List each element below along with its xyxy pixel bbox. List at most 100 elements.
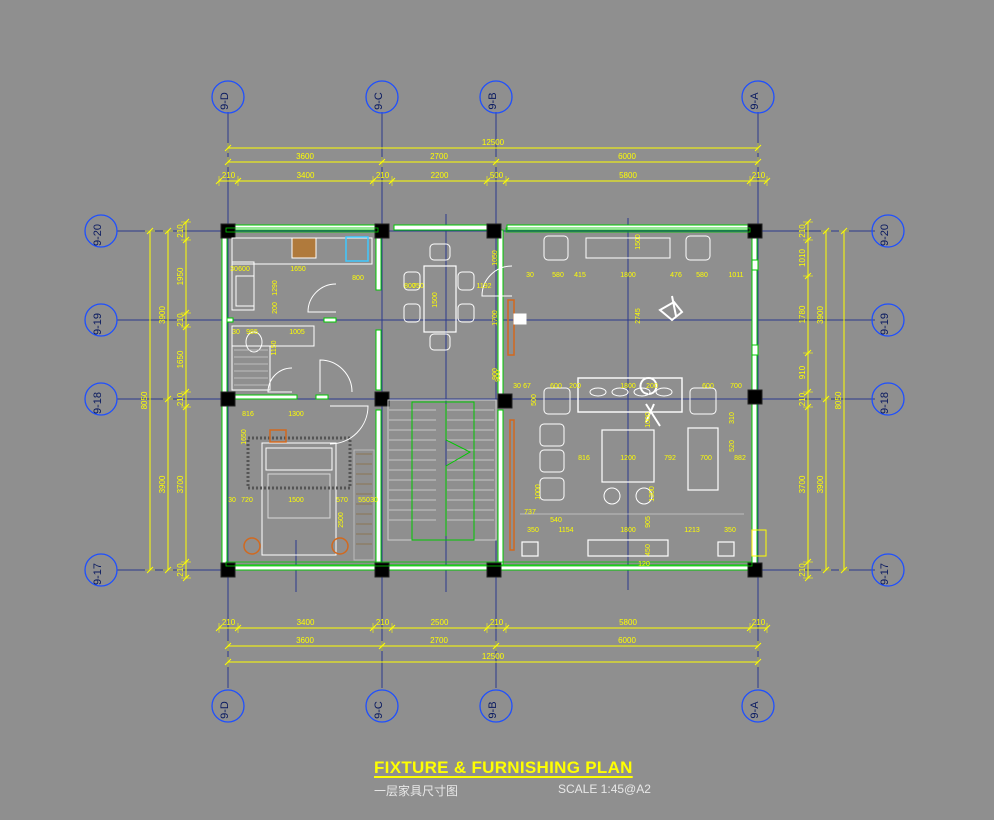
- chair: [457, 271, 475, 291]
- dimension-label: 2700: [430, 152, 448, 161]
- axis-bubble: [871, 303, 905, 337]
- sofa-cushion: [589, 387, 607, 397]
- column: [747, 223, 763, 239]
- interior-dimension: 1200: [620, 455, 636, 462]
- chair: [539, 423, 565, 447]
- axis-bubble: [871, 553, 905, 587]
- axis-label: 9-B: [487, 92, 499, 109]
- dimension-label: 5800: [619, 171, 637, 180]
- interior-dimension: 200: [569, 383, 581, 390]
- interior-dimension: 1000: [535, 484, 542, 500]
- axis-label: 9-19: [92, 313, 104, 335]
- toilet-icon: [245, 331, 263, 353]
- dimension-label: 3600: [296, 636, 314, 645]
- interior-dimension: 580: [552, 272, 564, 279]
- interior-dimension: 816: [242, 411, 254, 418]
- interior-dimension: 985: [246, 329, 258, 336]
- cabinet: [507, 299, 515, 356]
- dimension-label: 3700: [798, 475, 807, 493]
- person-icon: [639, 377, 661, 427]
- interior-dimension: 900: [492, 368, 499, 380]
- dimension-label: 3400: [297, 618, 315, 627]
- dimension-label: 8050: [834, 391, 843, 409]
- wall: [221, 224, 387, 231]
- dimension-label: 1650: [176, 350, 185, 368]
- interior-dimension: 550: [358, 497, 370, 504]
- column: [747, 389, 763, 405]
- dimension-label: 1780: [798, 305, 807, 323]
- axis-bubble: [741, 80, 775, 114]
- dimension-label: 210: [176, 392, 185, 406]
- interior-dimension: 120: [638, 561, 650, 568]
- interior-dimension: 350: [724, 527, 736, 534]
- wall: [375, 229, 382, 291]
- interior-dimension: 1192: [476, 283, 491, 290]
- interior-dimension: 1213: [684, 527, 700, 534]
- sofa-cushion: [655, 387, 673, 397]
- wall: [315, 394, 329, 400]
- interior-dimension: 905: [645, 516, 652, 528]
- wardrobe: [353, 449, 375, 561]
- column: [220, 223, 236, 239]
- dimension-label: 3900: [158, 306, 167, 324]
- wall-edge: [505, 227, 751, 233]
- dimension-label: 1950: [176, 267, 185, 285]
- interior-dimension: 30: [370, 497, 378, 504]
- axis-bubble: [479, 689, 513, 723]
- ottoman: [603, 487, 621, 505]
- chair: [457, 303, 475, 323]
- stair-arrow: [445, 404, 472, 536]
- interior-dimension: 1300: [649, 486, 656, 502]
- axis-bubble: [84, 382, 118, 416]
- interior-dimension: 1300: [288, 411, 304, 418]
- wall: [506, 224, 754, 231]
- wall: [497, 409, 504, 566]
- interior-dimension: 600: [702, 383, 714, 390]
- axis-bubble: [365, 80, 399, 114]
- axis-label: 9-19: [879, 313, 891, 335]
- sink-icon: [235, 275, 255, 307]
- interior-dimension: 1011: [728, 272, 743, 279]
- interior-dimension: 600: [550, 383, 562, 390]
- armchair: [687, 427, 719, 491]
- interior-dimension: 900: [495, 370, 502, 382]
- nightstand: [269, 429, 287, 443]
- bed-frame: [261, 442, 337, 556]
- interior-dimension: 1650: [241, 429, 248, 445]
- column: [497, 393, 513, 409]
- axis-label: 9-18: [879, 392, 891, 414]
- sofa-cushion: [633, 387, 651, 397]
- side-table: [717, 541, 735, 557]
- dimension-label: 210: [176, 313, 185, 327]
- bed-linen: [267, 473, 331, 519]
- interior-dimension: 2500: [338, 512, 345, 528]
- interior-dimension: 1150: [271, 340, 278, 355]
- dimension-label: 210: [222, 618, 236, 627]
- column: [747, 562, 763, 578]
- wall: [751, 259, 759, 271]
- dimension-label: 210: [798, 563, 807, 577]
- fridge-icon: [345, 236, 369, 262]
- interior-dimension: 1005: [289, 329, 305, 336]
- coffee-table: [601, 429, 655, 483]
- dimension-label: 2200: [431, 171, 449, 180]
- plan-scale: SCALE 1:45@A2: [558, 782, 651, 796]
- sofa: [577, 377, 683, 413]
- dimension-label: 12500: [482, 138, 505, 147]
- axis-bubble: [871, 382, 905, 416]
- interior-dimension: 1500: [635, 234, 642, 250]
- axis-label: 9-C: [373, 701, 385, 719]
- wall: [375, 329, 382, 391]
- interior-dimension: 30: [230, 266, 238, 273]
- interior-dimension: 580: [696, 272, 708, 279]
- dimension-label: 3700: [176, 475, 185, 493]
- interior-dimension: 720: [241, 497, 253, 504]
- axis-label: 9-20: [92, 224, 104, 246]
- interior-dimension: 700: [730, 383, 742, 390]
- axis-label: 9-A: [749, 92, 761, 110]
- door-swing: [329, 405, 369, 445]
- kitchen-side-counter: [231, 261, 255, 311]
- chair: [539, 449, 565, 473]
